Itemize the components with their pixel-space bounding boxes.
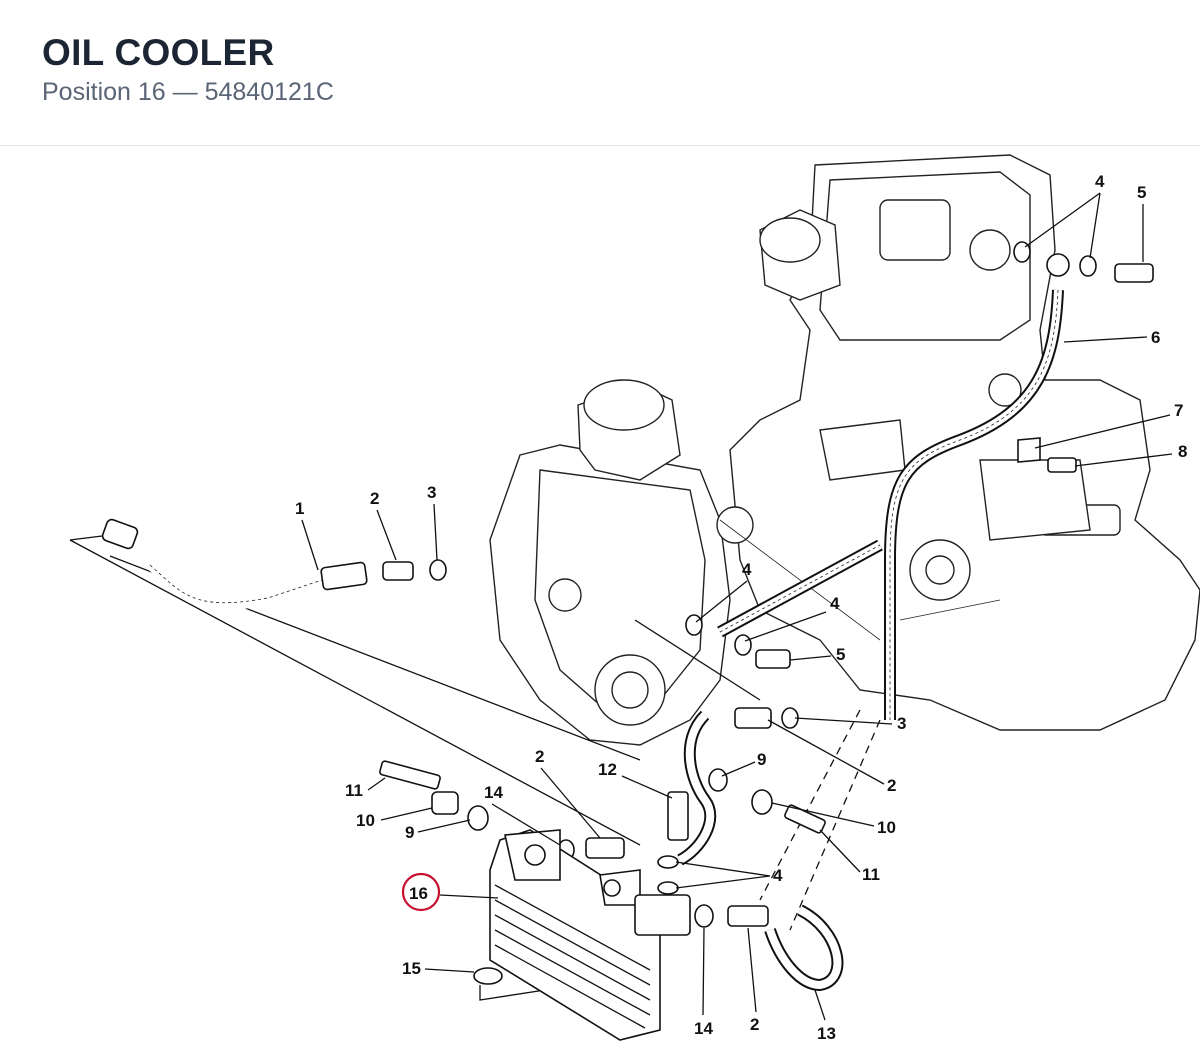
callout-11a: 11 <box>345 781 363 800</box>
part-oil-hose-middle <box>717 539 883 638</box>
callout-9b: 9 <box>757 750 766 769</box>
part-oil-hose-lower <box>676 707 799 866</box>
part-adapter-2c <box>585 837 625 859</box>
part-spacer-10a <box>431 791 459 815</box>
callout-2a: 2 <box>370 489 379 508</box>
callout-2c: 2 <box>535 747 544 766</box>
callout-16: 16 <box>409 884 428 903</box>
part-screw-8 <box>1047 457 1077 473</box>
part-plug-15 <box>473 967 503 985</box>
part-washer-3a <box>429 559 447 581</box>
part-washer-4b <box>1079 255 1097 277</box>
part-adapter-2d <box>727 905 769 927</box>
callout-4d: 4 <box>773 866 783 885</box>
callout-15: 15 <box>402 959 421 978</box>
callout-14b: 14 <box>694 1019 713 1038</box>
part-washer-4f <box>657 881 679 895</box>
part-washer-4e <box>657 855 679 869</box>
part-subtitle: Position 16 — 54840121C <box>42 78 334 106</box>
part-adapter-2a <box>382 561 414 581</box>
page-header: OIL COOLER Position 16 — 54840121C <box>0 0 1200 146</box>
part-oil-hose-13 <box>764 904 844 992</box>
callout-1: 1 <box>295 499 304 518</box>
part-oil-hose-6 <box>884 253 1070 720</box>
part-washer-4c <box>685 614 703 636</box>
callout-5a: 5 <box>1137 183 1146 202</box>
callout-9a: 9 <box>405 823 414 842</box>
part-bolt-11b <box>784 804 826 834</box>
callout-4a: 4 <box>1095 172 1105 191</box>
callout-3b: 3 <box>897 714 906 733</box>
part-screw-12 <box>667 791 689 841</box>
highlight-ring <box>401 872 441 912</box>
part-washer-14b <box>694 904 714 928</box>
part-bolt-5a <box>1114 263 1154 283</box>
callout-10a: 10 <box>356 811 375 830</box>
part-clamp-7 <box>1017 437 1041 463</box>
callout-14a: 14 <box>484 783 503 802</box>
callout-4b: 4 <box>742 560 752 579</box>
callout-5b: 5 <box>836 645 845 664</box>
callout-11b: 11 <box>862 865 880 884</box>
part-grommet-9b <box>708 768 728 792</box>
callout-2b: 2 <box>887 776 896 795</box>
part-oil-cooler-16 <box>489 829 691 1041</box>
callout-4c: 4 <box>830 594 840 613</box>
callout-6: 6 <box>1151 328 1160 347</box>
part-spacer-10b <box>751 789 773 815</box>
callout-8: 8 <box>1178 442 1187 461</box>
callout-labels: 1 2 3 4 5 6 7 8 4 4 5 3 2 <box>295 172 1187 1043</box>
engine-block <box>489 154 1200 746</box>
assembly-guide-lines <box>69 534 881 1001</box>
part-bolt-5b <box>755 649 791 669</box>
callout-10b: 10 <box>877 818 896 837</box>
part-washer-4d <box>734 634 752 656</box>
page-title: OIL COOLER <box>42 32 275 73</box>
callout-13: 13 <box>817 1024 836 1043</box>
exploded-parts-diagram: 1 2 3 4 5 6 7 8 4 4 5 3 2 <box>69 154 1200 1043</box>
callout-3a: 3 <box>427 483 436 502</box>
callout-7: 7 <box>1174 401 1183 420</box>
part-oil-hose-1 <box>101 518 368 610</box>
part-grommet-9a <box>467 805 489 831</box>
part-bolt-11a <box>379 760 441 790</box>
callout-2d: 2 <box>750 1015 759 1034</box>
callout-12: 12 <box>598 760 617 779</box>
